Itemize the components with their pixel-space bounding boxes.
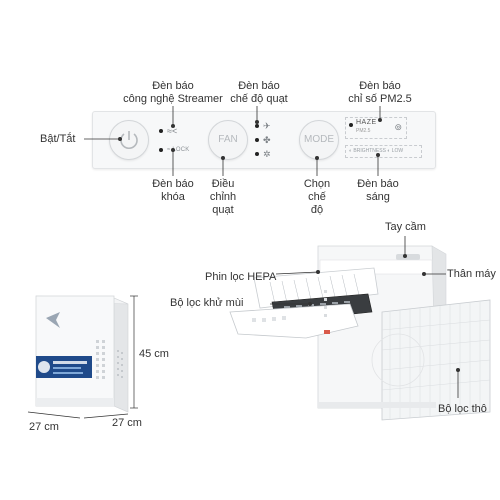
power-button[interactable] bbox=[109, 120, 149, 160]
fan-adjust-label: Điều chỉnh quạt bbox=[203, 178, 243, 217]
fan-auto-icon: ✤ bbox=[263, 135, 271, 145]
brand-logo-icon bbox=[46, 312, 60, 328]
lock-label-line2: khóa bbox=[161, 191, 185, 203]
body-label: Thân máy bbox=[447, 268, 496, 280]
fan-adjust-line3: quạt bbox=[212, 204, 234, 216]
fan-mode-dot-1 bbox=[255, 124, 259, 128]
streamer-label-line1: Đèn báo bbox=[152, 80, 194, 92]
lock-label-line1: Đèn báo bbox=[152, 178, 194, 190]
light-indicator-label: Đèn báo sáng bbox=[353, 178, 403, 204]
streamer-indicator-label: Đèn báo công nghệ Streamer bbox=[118, 80, 228, 106]
lock-dot bbox=[159, 148, 163, 152]
mode-select-line2: chế bbox=[308, 191, 326, 203]
fan-adjust-line2: chỉnh bbox=[209, 191, 237, 203]
mode-select-line3: độ bbox=[310, 204, 324, 216]
mode-button[interactable]: MODE bbox=[299, 120, 339, 160]
fan-quiet-icon: ✲ bbox=[263, 149, 271, 159]
streamer-dot bbox=[159, 129, 163, 133]
light-indicator-strip: ◐ BRIGHTNESS ◐ LOW bbox=[345, 145, 422, 158]
handle-slot bbox=[396, 254, 420, 260]
fan-turbo-icon: ✈ bbox=[263, 121, 271, 131]
light-label-line2: sáng bbox=[366, 191, 390, 203]
control-panel: ≈< ≈ LOCK FAN ✈ ✤ ✲ MODE HAZE PM2.5 ⊚ ◐ … bbox=[92, 111, 436, 169]
fan-mode-indicator-3: ✲ bbox=[255, 149, 271, 159]
lock-indicator-text: ≈ LOCK bbox=[167, 147, 190, 153]
fan-mode-indicator-label: Đèn báo chế độ quạt bbox=[224, 80, 294, 106]
fan-mode-dot-3 bbox=[255, 152, 259, 156]
purifier-front-illustration bbox=[27, 295, 138, 419]
fan-mode-label-line1: Đèn báo bbox=[238, 80, 280, 92]
pm25-small-text: PM2.5 bbox=[356, 128, 371, 134]
exploded-view-illustration bbox=[229, 236, 491, 421]
pm25-label-line2: chỉ số PM2.5 bbox=[348, 93, 412, 105]
handle-label: Tay cầm bbox=[385, 221, 426, 233]
lock-indicator: ≈ LOCK bbox=[159, 147, 190, 153]
fan-mode-indicator-2: ✤ bbox=[255, 135, 271, 145]
fan-button[interactable]: FAN bbox=[208, 120, 248, 160]
width-dimension: 27 cm bbox=[29, 421, 59, 433]
streamer-indicator: ≈< bbox=[159, 126, 177, 136]
pm25-label-line1: Đèn báo bbox=[359, 80, 401, 92]
haze-text: HAZE bbox=[356, 119, 377, 126]
streamer-icon: ≈< bbox=[167, 126, 178, 136]
mode-select-label: Chọn chế độ bbox=[297, 178, 337, 217]
power-icon bbox=[120, 131, 138, 149]
depth-dimension: 27 cm bbox=[112, 417, 142, 429]
fan-mode-indicator-1: ✈ bbox=[255, 121, 271, 131]
fan-mode-dot-2 bbox=[255, 138, 259, 142]
pm25-display: HAZE PM2.5 ⊚ bbox=[345, 117, 407, 139]
fan-mode-label-line2: chế độ quạt bbox=[230, 93, 288, 105]
pm25-dot bbox=[349, 123, 353, 127]
deodorizing-filter-label: Bộ lọc khử mùi bbox=[170, 297, 244, 309]
pm25-icon: ⊚ bbox=[394, 122, 402, 132]
pm25-indicator-label: Đèn báo chỉ số PM2.5 bbox=[340, 80, 420, 106]
height-dimension: 45 cm bbox=[139, 348, 169, 360]
fan-adjust-line1: Điều bbox=[211, 178, 235, 190]
hepa-filter-label: Phin lọc HEPA bbox=[205, 271, 277, 283]
lock-indicator-label: Đèn báo khóa bbox=[148, 178, 198, 204]
light-label-line1: Đèn báo bbox=[357, 178, 399, 190]
streamer-label-line2: công nghệ Streamer bbox=[123, 93, 223, 105]
power-label: Bật/Tắt bbox=[40, 133, 76, 145]
mode-select-line1: Chọn bbox=[303, 178, 331, 190]
coarse-filter-label: Bộ lọc thô bbox=[438, 403, 487, 415]
